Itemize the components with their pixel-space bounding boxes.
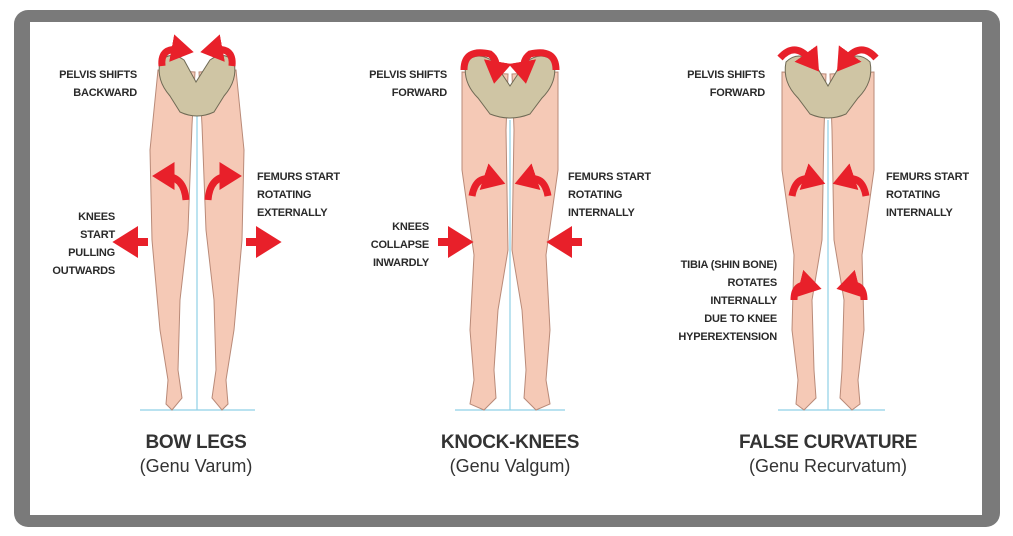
title-main: BOW LEGS xyxy=(145,432,247,453)
title-main: FALSE CURVATURE xyxy=(738,432,918,453)
label-line: ROTATING xyxy=(257,189,312,201)
knock-knees-title: KNOCK-KNEES (Genu Valgum) xyxy=(380,432,640,477)
pelvis-arrow-right xyxy=(508,49,560,84)
pelvis-arrow-left xyxy=(460,49,512,84)
bow-legs-title: BOW LEGS (Genu Varum) xyxy=(66,432,326,477)
left-leg xyxy=(461,71,509,411)
femur-arrow-right xyxy=(514,163,552,197)
label-line: FEMURS START xyxy=(257,171,340,183)
left-leg xyxy=(781,71,827,411)
right-leg xyxy=(511,71,559,411)
label-line: COLLAPSE xyxy=(370,239,429,251)
false-curvature-title: FALSE CURVATURE (Genu Recurvatum) xyxy=(698,432,958,477)
knock-knees-label: KNEES COLLAPSE INWARDLY xyxy=(371,218,429,272)
label-line: ROTATING xyxy=(568,189,623,201)
false-curvature-figure xyxy=(777,45,885,411)
label-line: KNEES xyxy=(78,211,115,223)
pelvis-arrow-right xyxy=(200,34,236,67)
tibia-arrow-left xyxy=(790,269,822,301)
label-line: FEMURS START xyxy=(886,171,969,183)
bow-femurs-label: FEMURS START ROTATING EXTERNALLY xyxy=(257,168,340,222)
title-main: KNOCK-KNEES xyxy=(440,432,580,453)
label-line: PELVIS SHIFTS xyxy=(687,69,765,81)
label-line: ROTATES xyxy=(727,277,777,289)
pelvis-arrow-left xyxy=(158,34,194,67)
label-line: PELVIS SHIFTS xyxy=(369,69,447,81)
label-line: INTERNALLY xyxy=(886,207,953,219)
label-line: ROTATING xyxy=(886,189,941,201)
label-line: FEMURS START xyxy=(568,171,651,183)
label-line: INWARDLY xyxy=(372,257,429,269)
knock-knees-figure xyxy=(438,49,582,411)
label-line: BACKWARD xyxy=(73,87,137,99)
left-leg xyxy=(149,69,196,411)
right-leg xyxy=(829,71,875,411)
label-line: OUTWARDS xyxy=(52,265,115,277)
false-tibia-label: TIBIA (SHIN BONE) ROTATES INTERNALLY DUE… xyxy=(678,256,777,346)
label-line: PELVIS SHIFTS xyxy=(59,69,137,81)
title-sub: (Genu Valgum) xyxy=(449,456,571,476)
label-line: INTERNALLY xyxy=(568,207,635,219)
tibia-arrow-right xyxy=(836,269,868,301)
false-femurs-label: FEMURS START ROTATING INTERNALLY xyxy=(886,168,969,222)
femur-arrow-left xyxy=(152,162,190,201)
right-leg xyxy=(198,69,245,411)
title-sub: (Genu Recurvatum) xyxy=(748,456,908,476)
pelvis-arrow-right xyxy=(836,45,879,72)
bow-knees-label: KNEES START PULLING OUTWARDS xyxy=(52,208,115,280)
femur-arrow-left xyxy=(468,163,506,197)
label-line: TIBIA (SHIN BONE) xyxy=(680,259,778,271)
femur-arrow-right xyxy=(204,162,242,201)
label-line: PULLING xyxy=(68,247,115,259)
label-line: EXTERNALLY xyxy=(257,207,328,219)
false-pelvis-label: PELVIS SHIFTS FORWARD xyxy=(687,66,765,102)
bow-pelvis-label: PELVIS SHIFTS BACKWARD xyxy=(59,66,137,102)
label-line: FORWARD xyxy=(709,87,765,99)
femur-arrow-left xyxy=(788,163,826,197)
knock-femurs-label: FEMURS START ROTATING INTERNALLY xyxy=(568,168,651,222)
label-line: DUE TO KNEE xyxy=(704,313,777,325)
label-line: FORWARD xyxy=(391,87,447,99)
label-line: HYPEREXTENSION xyxy=(678,331,777,343)
pelvis-arrow-left xyxy=(777,45,820,72)
femur-arrow-right xyxy=(832,163,870,197)
title-sub: (Genu Varum) xyxy=(139,456,253,476)
label-line: START xyxy=(80,229,115,241)
bow-legs-figure xyxy=(112,34,282,411)
label-line: KNEES xyxy=(392,221,429,233)
label-line: INTERNALLY xyxy=(710,295,777,307)
knock-pelvis-label: PELVIS SHIFTS FORWARD xyxy=(369,66,447,102)
